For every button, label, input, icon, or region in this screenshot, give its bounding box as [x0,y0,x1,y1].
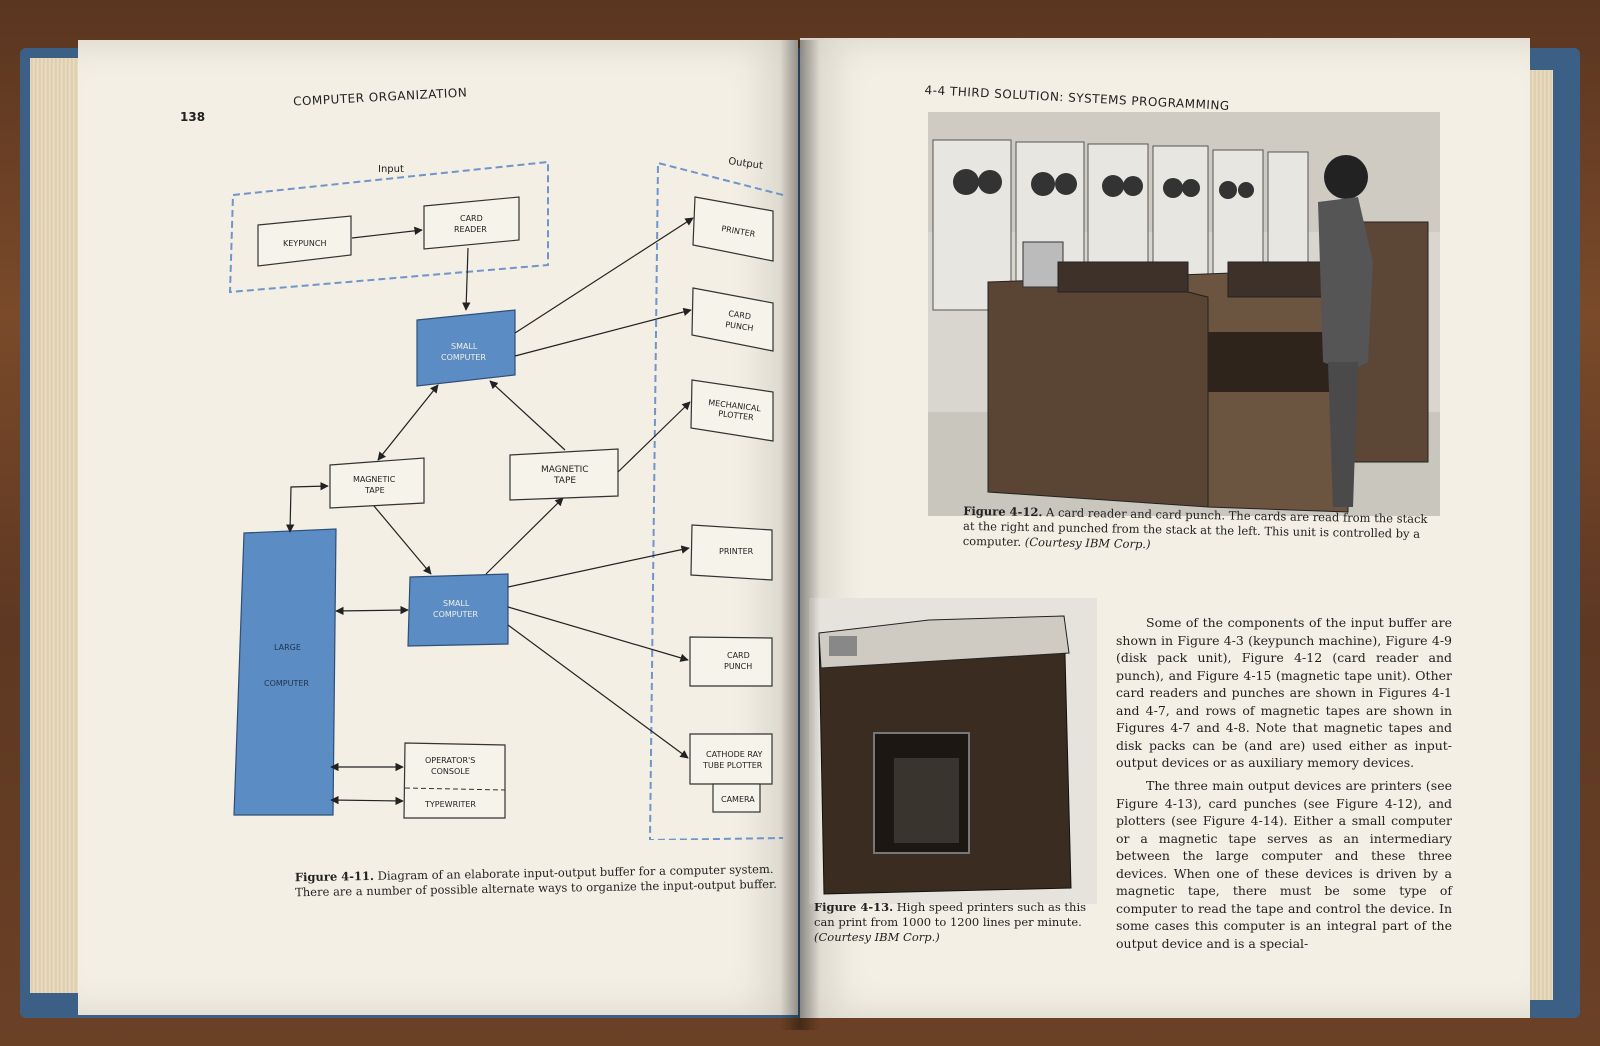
arrow-small-bottom-tape-right [485,497,564,575]
figure-4-12-caption: Figure 4-12. A card reader and card punc… [963,504,1438,557]
high-speed-printer-photo [809,598,1097,904]
arrow-tape-right-small-top [489,380,566,451]
printer-1-box: PRINTER [692,196,774,262]
arrow-tape-left-large-computer [285,482,329,533]
card-reader-label-2: READER [454,225,487,234]
output-group-border [648,161,784,840]
figure-4-11-label: Figure 4-11. [294,868,375,885]
card-reader-box: CARD READER [423,196,520,250]
small-computer-top-label-1: SMALL [451,342,478,351]
arrow-small-bottom-crt-plotter [507,624,689,759]
camera-box: CAMERA [712,783,761,813]
arrow-tape-left-small-top [377,384,439,461]
small-computer-bottom-box: SMALL COMPUTER [407,573,509,647]
keypunch-label: KEYPUNCH [283,239,326,248]
small-computer-bottom-label-2: COMPUTER [433,610,478,619]
running-head-right: 4-4 THIRD SOLUTION: SYSTEMS PROGRAMMING [924,83,1231,113]
printer-2-label: PRINTER [719,547,754,556]
body-paragraph-2: The three main output devices are printe… [1116,778,1452,951]
typewriter-label: TYPEWRITER [424,800,476,809]
operators-console-label-1: OPERATOR'S [425,756,475,765]
card-punch-2-box: CARD PUNCH [689,636,773,687]
large-computer-label-1: LARGE [274,643,301,652]
arrow-large-small-bottom [335,605,409,616]
crt-plotter-label-2: TUBE PLOTTER [702,761,763,770]
magnetic-tape-left-label-2: TAPE [364,486,385,495]
crt-plotter-label-1: CATHODE RAY [706,750,762,759]
arrow-tape-left-small-bottom [373,505,432,575]
small-computer-bottom-label-1: SMALL [443,599,470,608]
magnetic-tape-right-label-2: TAPE [553,476,576,486]
arrow-tape-right-mechanical-plotter [617,401,691,473]
arrow-small-bottom-printer-2 [507,545,690,588]
right-page: 4-4 THIRD SOLUTION: SYSTEMS PROGRAMMING … [800,38,1530,1018]
card-reader-label-1: CARD [460,214,483,223]
card-punch-1-label-2: PUNCH [725,320,754,333]
input-group-label: Input [378,164,404,175]
magnetic-tape-left-box: MAGNETIC TAPE [329,457,425,509]
figure-4-13-caption: Figure 4-13. High speed printers such as… [814,900,1091,945]
printer-2-box: PRINTER [690,524,773,581]
operators-console-box: OPERATOR'S CONSOLE TYPEWRITER [403,742,506,819]
figure-4-13-text: High speed printers such as this can pri… [814,900,1087,929]
card-punch-2-label-2: PUNCH [724,662,752,671]
io-buffer-diagram: Input Output KEYPUNCH CARD READER SMALL … [228,156,784,840]
input-group-border [228,160,549,294]
card-punch-1-box: CARD PUNCH [691,287,774,352]
camera-label: CAMERA [721,795,755,804]
figure-4-12-label: Figure 4-12. [963,503,1043,520]
card-punch-1-label-1: CARD [728,309,752,321]
book-spine-shadow [780,40,820,1030]
card-reader-punch-photo [928,112,1440,516]
arrow-large-typewriter [330,795,404,806]
operators-console-label-2: CONSOLE [431,767,470,776]
page-edges-left [30,58,80,993]
figure-4-11-caption: Figure 4-11. Diagram of an elaborate inp… [295,862,785,901]
page-number-left: 138 [180,110,206,124]
card-punch-2-label-1: CARD [727,651,750,660]
figure-4-12-credit: (Courtesy IBM Corp.) [1024,534,1151,552]
figure-4-13-credit: (Courtesy IBM Corp.) [814,930,940,944]
crt-plotter-box: CATHODE RAY TUBE PLOTTER [689,733,773,785]
magnetic-tape-right-label-1: MAGNETIC [541,465,589,475]
body-paragraph-1: Some of the components of the input buff… [1116,615,1452,770]
keypunch-box: KEYPUNCH [257,215,352,267]
small-computer-top-box: SMALL COMPUTER [416,309,516,387]
arrow-small-top-card-punch-1 [514,307,692,357]
small-computer-top-label-2: COMPUTER [441,353,486,362]
left-page: 138 COMPUTER ORGANIZATION Input Output K… [78,40,798,1015]
mechanical-plotter-label-2: PLOTTER [718,409,755,422]
arrow-small-bottom-card-punch-2 [507,606,689,662]
arrow-keypunch-to-card-reader [351,226,423,239]
mechanical-plotter-box: MECHANICAL PLOTTER [690,379,774,442]
figure-4-13-label: Figure 4-13. [814,900,894,914]
large-computer-label-2: COMPUTER [264,679,309,688]
magnetic-tape-right-box: MAGNETIC TAPE [509,448,619,501]
magnetic-tape-left-label-1: MAGNETIC [353,475,396,484]
arrow-small-top-printer-1 [514,217,694,334]
output-group-label: Output [728,156,764,172]
arrow-card-reader-to-small-computer [462,247,471,311]
large-computer-box: LARGE COMPUTER [233,528,337,816]
